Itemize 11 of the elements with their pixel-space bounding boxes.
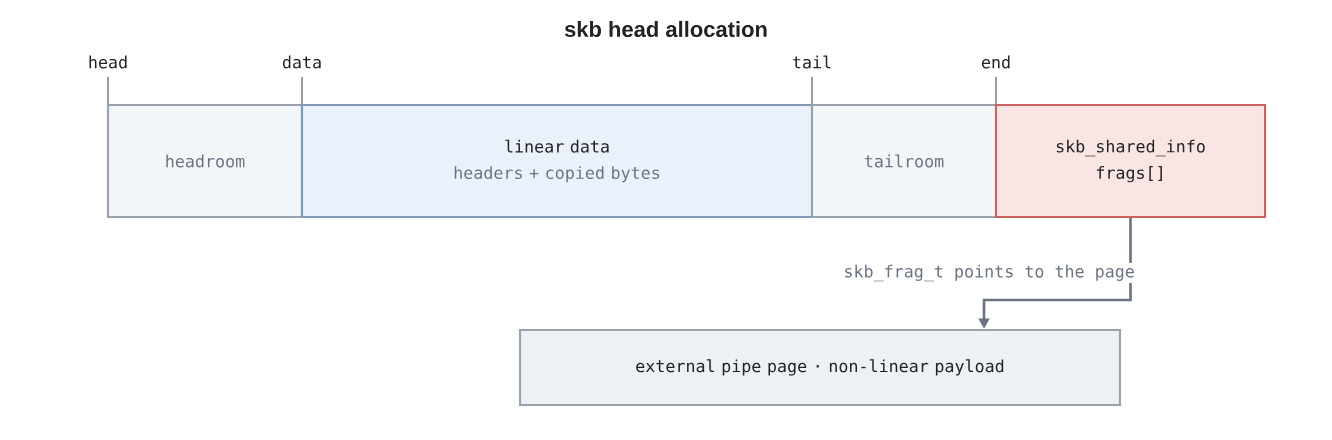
edge-label: skb_frag_t points to the page bbox=[841, 262, 1137, 284]
page-box: external pipe page · non-linear payload bbox=[518, 328, 1122, 407]
shared-info-box: skb_shared_info frags[] bbox=[994, 103, 1267, 219]
memory-region-box: tailroom bbox=[810, 103, 998, 219]
memory-region-box: headroom bbox=[106, 103, 304, 219]
pointer-label: end bbox=[981, 55, 1010, 69]
pointer-label: tail bbox=[793, 55, 831, 69]
pointer-label: data bbox=[282, 55, 321, 69]
memory-region-box: linear data headers + copied bytes bbox=[300, 103, 814, 219]
title: skb head allocation bbox=[564, 20, 767, 38]
pointer-label: head bbox=[89, 55, 127, 69]
